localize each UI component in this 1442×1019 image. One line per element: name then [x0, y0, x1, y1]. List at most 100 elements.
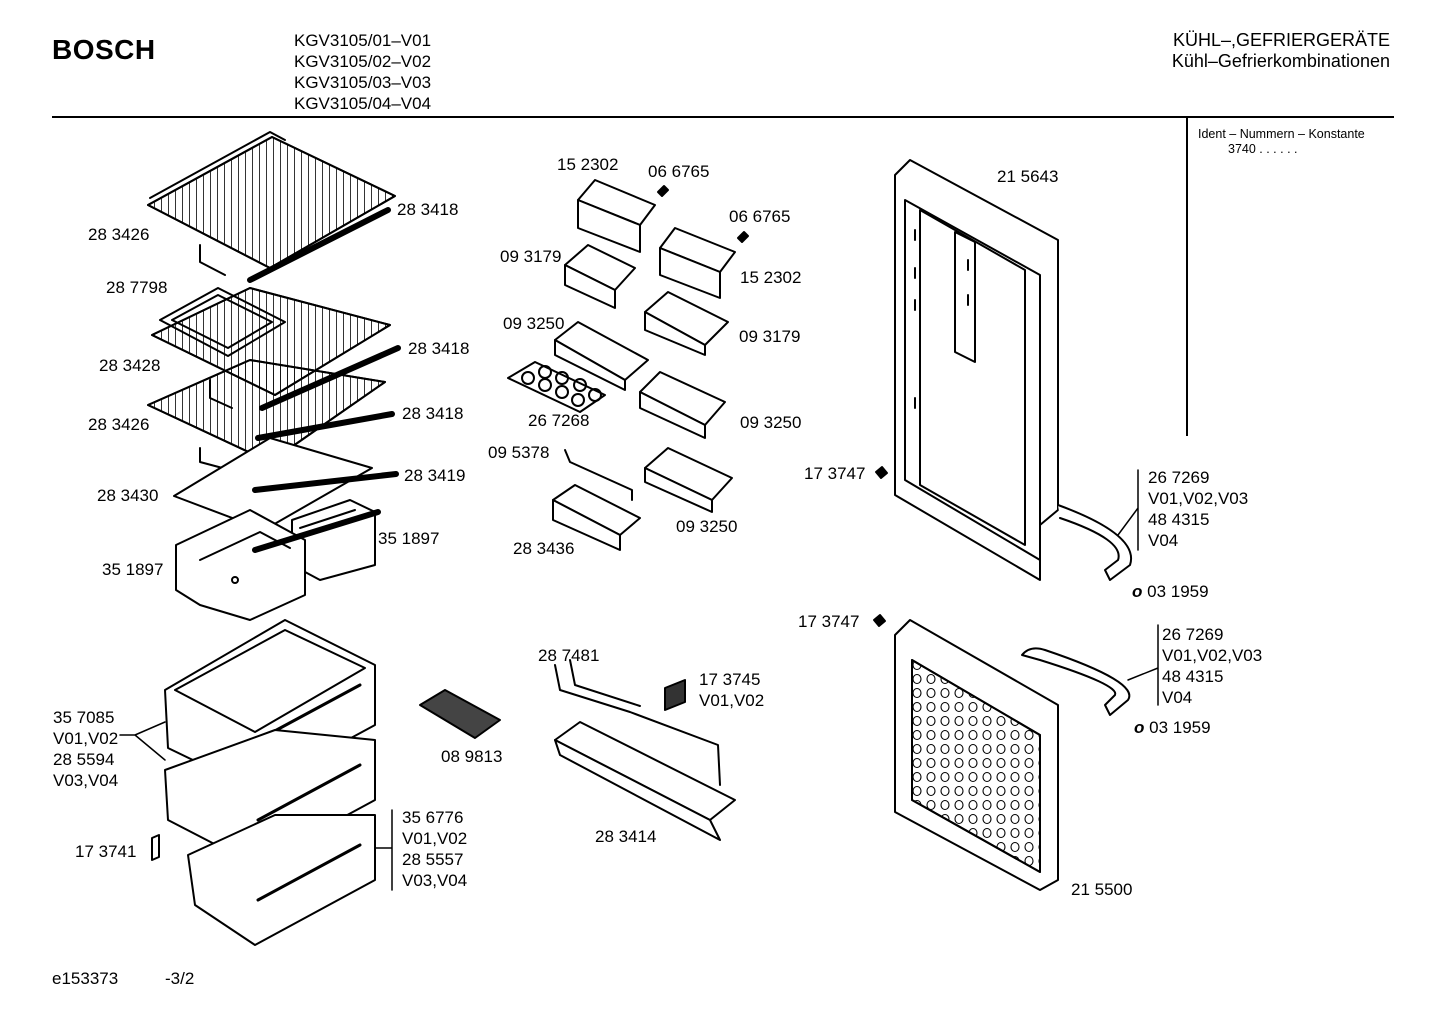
part-label: 09 3250: [740, 413, 802, 432]
part-label: 09 3179: [500, 247, 562, 266]
variant-label: V04: [1162, 688, 1193, 707]
variant-label: V01,V02: [53, 729, 119, 748]
part-label: 48 4315: [1162, 667, 1224, 686]
leader-line: [1127, 624, 1159, 706]
part-label: 26 7268: [528, 411, 590, 430]
screw-icon: [657, 185, 669, 197]
drawer-clip-icon: [151, 834, 160, 861]
bottle-rack: [554, 721, 736, 841]
variant-label: V03,V04: [53, 771, 119, 790]
part-label: 28 7481: [538, 646, 600, 665]
part-label: 28 5557: [402, 850, 464, 869]
ident-divider: [1186, 118, 1188, 436]
part-number: 03 1959: [1149, 718, 1211, 737]
variant-label: V03,V04: [402, 871, 468, 890]
o-ring-icon: o: [1132, 582, 1143, 601]
screw-icon: [875, 466, 888, 479]
wire-shelf-lower: [147, 359, 386, 471]
handle-variant-list: 26 7269 V01,V02,V03 48 4315 V04: [1148, 467, 1248, 551]
part-label: 28 7798: [106, 278, 168, 297]
part-label: 09 3250: [503, 314, 565, 333]
document-id: e153373: [52, 969, 119, 988]
shelf-trim-strip: [252, 509, 381, 553]
part-label: 28 3428: [99, 356, 161, 375]
butter-compartment-lid: [659, 227, 736, 299]
leader-line: [374, 809, 393, 891]
o-ring-icon: o: [1134, 718, 1145, 737]
door-bin-small: [564, 244, 636, 309]
part-label: 17 3747: [804, 464, 866, 483]
part-label: 21 5643: [997, 167, 1059, 186]
part-label: 28 5594: [53, 750, 115, 769]
part-label: 28 3419: [404, 466, 466, 485]
part-label: 06 6765: [729, 207, 791, 226]
egg-tray: [507, 361, 606, 413]
freezer-drawer-middle: [164, 729, 376, 866]
crisper-bin-left: [175, 509, 306, 621]
part-label: 35 6776: [402, 808, 464, 827]
category-title: KÜHL–,GEFRIERGERÄTE: [1172, 30, 1390, 50]
part-label: 26 7269: [1162, 625, 1224, 644]
screw-icon: [737, 231, 749, 243]
freezer-door-inner: [894, 619, 1059, 891]
part-label: 28 3418: [397, 200, 459, 219]
door-handle-lower: [1021, 647, 1131, 716]
model-number: KGV3105/03–V03: [294, 73, 432, 92]
leader-line: [1117, 469, 1139, 551]
shelf-trim-strip: [255, 411, 395, 441]
part-label: 35 1897: [102, 560, 164, 579]
butter-compartment-lid: [577, 179, 656, 253]
freezer-drawer-bottom: [187, 814, 376, 946]
part-label: o 03 1959: [1134, 718, 1211, 738]
shelf-trim-strip: [252, 471, 399, 493]
category-subtitle: Kühl–Gefrierkombinationen: [1171, 51, 1390, 71]
leader-line: [119, 721, 166, 761]
handle-variant-list: 26 7269 V01,V02,V03 48 4315 V04: [1162, 624, 1262, 708]
model-number: KGV3105/02–V02: [294, 52, 432, 71]
part-label: 28 3414: [595, 827, 657, 846]
part-label: o 03 1959: [1132, 582, 1209, 602]
door-bin-small: [644, 291, 729, 356]
part-label: 28 3430: [97, 486, 159, 505]
variant-label: V04: [1148, 531, 1179, 550]
part-number: 03 1959: [1147, 582, 1209, 601]
part-label: 09 3179: [739, 327, 801, 346]
brand-logo: BOSCH: [52, 34, 156, 65]
part-label: 15 2302: [557, 155, 619, 174]
ident-title: Ident – Nummern – Konstante: [1198, 127, 1365, 141]
part-label: 17 3747: [798, 612, 860, 631]
screw-icon: [873, 614, 886, 627]
door-bin-medium: [639, 371, 726, 439]
model-number: KGV3105/04–V04: [294, 94, 432, 113]
variant-label: V01,V02: [402, 829, 468, 848]
ice-cube-tray: [419, 689, 501, 739]
variant-label: V01,V02,V03: [1148, 489, 1249, 508]
fridge-door-inner: [894, 159, 1059, 581]
variant-label: V01,V02,V03: [1162, 646, 1263, 665]
part-label: 17 3741: [75, 842, 137, 861]
shelf-trim-strip: [247, 207, 391, 283]
variant-label: V01,V02: [699, 691, 765, 710]
door-bin-medium: [644, 447, 733, 513]
category-heading: KÜHL–,GEFRIERGERÄTE Kühl–Gefrierkombinat…: [1172, 30, 1390, 72]
bottle-retainer-bar: [564, 449, 633, 501]
part-label: 35 7085: [53, 708, 115, 727]
model-list: KGV3105/01–V01 KGV3105/02–V02 KGV3105/03…: [294, 30, 431, 114]
door-handle-upper: [1057, 504, 1133, 581]
part-label: 28 3436: [513, 539, 575, 558]
part-label: 48 4315: [1148, 510, 1210, 529]
drawer-variant-list: 35 6776 V01,V02 28 5557 V03,V04: [402, 807, 467, 891]
part-label: 08 9813: [441, 747, 503, 766]
header-divider: [52, 116, 1394, 118]
part-label: 26 7269: [1148, 468, 1210, 487]
drawer-variant-list: 35 7085 V01,V02 28 5594 V03,V04: [53, 707, 118, 791]
part-label: 28 3418: [408, 339, 470, 358]
model-number: KGV3105/01–V01: [294, 31, 432, 50]
part-label: 21 5500: [1071, 880, 1133, 899]
part-label: 28 3426: [88, 225, 150, 244]
bottle-retainer-rail: [554, 659, 721, 786]
part-label: 35 1897: [378, 529, 440, 548]
part-label: 15 2302: [740, 268, 802, 287]
wire-shelf-top: [147, 131, 396, 276]
